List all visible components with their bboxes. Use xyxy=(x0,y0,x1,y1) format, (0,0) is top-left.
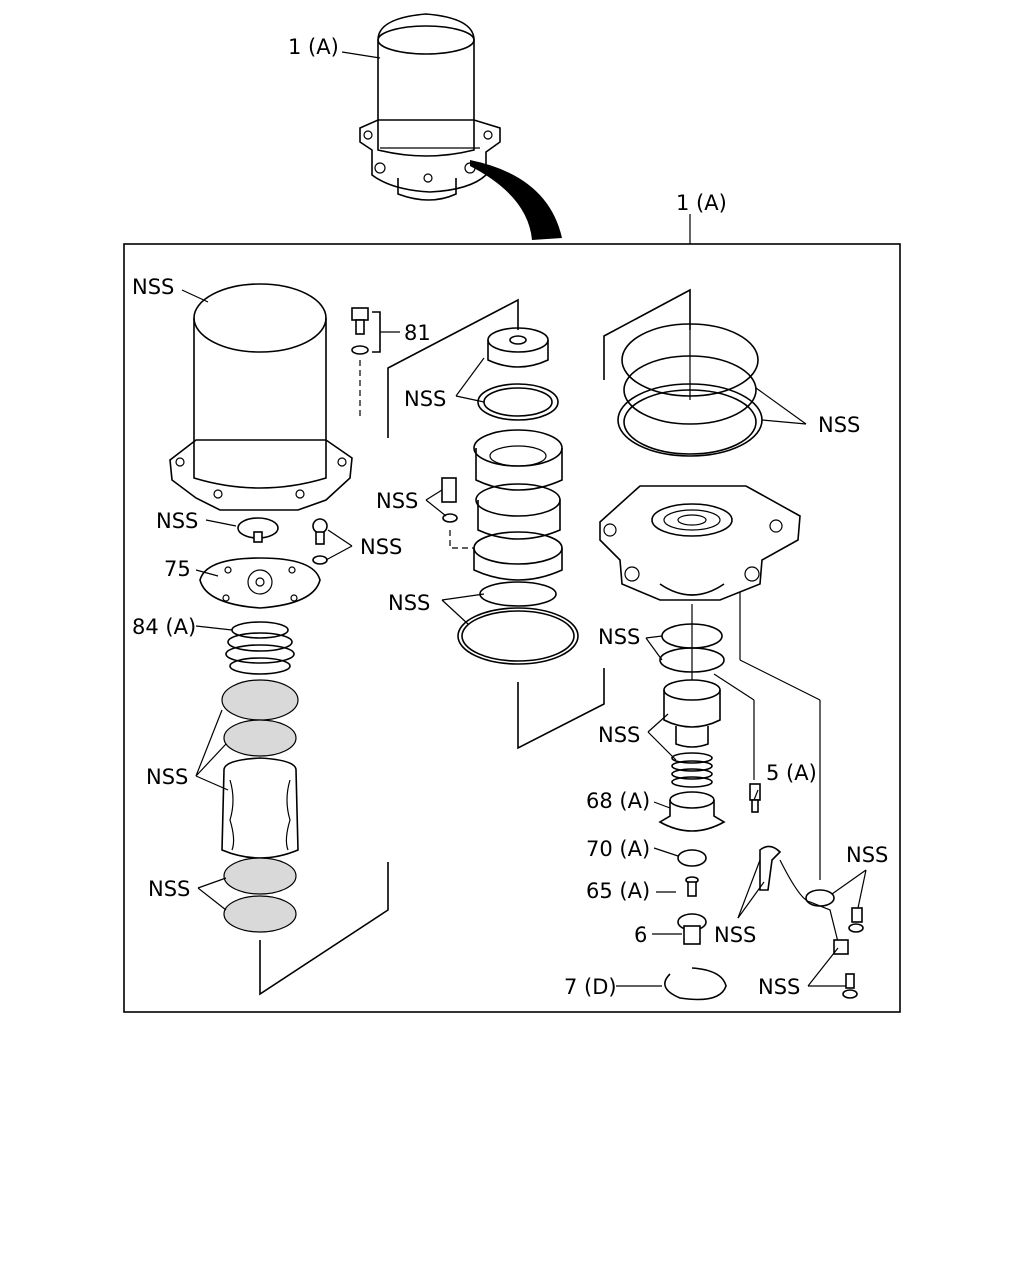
air-dryer-assembly-drawing xyxy=(359,13,501,201)
piston-spring-drawing xyxy=(671,752,713,788)
cap-nut-drawing xyxy=(487,327,549,368)
heater-bracket-drawing xyxy=(739,592,864,999)
desiccant-cartridge-drawing xyxy=(221,757,299,859)
label-nss-upper-ring: NSS xyxy=(404,387,446,411)
label-part-68: 68 (A) xyxy=(586,789,650,813)
label-nss-piston: NSS xyxy=(598,723,640,747)
label-part-75: 75 xyxy=(164,557,191,581)
label-nss-left-screens: NSS xyxy=(146,765,188,789)
piston-drawing xyxy=(663,679,721,748)
o-ring-upper-drawing xyxy=(477,383,559,421)
right-group-bracket-top xyxy=(603,288,691,380)
label-part-5: 5 (A) xyxy=(766,761,817,785)
middle-group-bracket-top xyxy=(387,298,519,438)
leader-lines xyxy=(181,51,867,987)
middle-group-bracket-bottom xyxy=(517,668,605,750)
label-part-6: 6 xyxy=(634,923,647,947)
plate-75-drawing xyxy=(199,557,321,609)
cap-70-drawing xyxy=(677,849,707,867)
label-nss-mid-rings: NSS xyxy=(388,591,430,615)
sensor-5-drawing xyxy=(713,673,761,813)
snap-ring-7-drawing xyxy=(664,967,727,1001)
bolt-81-drawing xyxy=(351,307,381,420)
label-nss-left-valve: NSS xyxy=(156,509,198,533)
label-nss-bracket-center: NSS xyxy=(714,923,756,947)
rings-large-drawing xyxy=(617,323,763,457)
label-part-70: 70 (A) xyxy=(586,837,650,861)
seal-rings-drawing xyxy=(659,604,725,680)
valve-body-drawing xyxy=(599,485,801,601)
left-group-bracket xyxy=(259,862,389,996)
spring-84-drawing xyxy=(225,621,295,675)
valve-housing-drawing xyxy=(473,429,563,581)
label-assembly-top: 1 (A) xyxy=(288,35,339,59)
label-bolt-81: 81 xyxy=(404,321,431,345)
label-nss-right-rings: NSS xyxy=(598,625,640,649)
label-part-84: 84 (A) xyxy=(132,615,196,639)
screw-washer-drawing xyxy=(312,518,328,565)
exploded-view-frame xyxy=(123,243,901,1013)
label-assembly-frame: 1 (A) xyxy=(676,191,727,215)
bolt-65-drawing xyxy=(685,876,699,897)
label-nss-screw-mid: NSS xyxy=(376,489,418,513)
screen-plates-upper-drawing xyxy=(221,679,299,757)
label-nss-top-right: NSS xyxy=(818,413,860,437)
nut-6-drawing xyxy=(677,913,707,945)
label-part-65: 65 (A) xyxy=(586,879,650,903)
label-part-7: 7 (D) xyxy=(564,975,617,999)
filter-cover-drawing xyxy=(169,283,353,511)
seat-68-drawing xyxy=(658,791,726,832)
label-cover-nss: NSS xyxy=(132,275,174,299)
label-nss-right-bracket: NSS xyxy=(846,843,888,867)
label-nss-bottom-right: NSS xyxy=(758,975,800,999)
small-screw-drawing xyxy=(441,477,474,549)
label-nss-left-screw: NSS xyxy=(360,535,402,559)
o-ring-lower-drawing xyxy=(457,581,579,665)
transition-arrow xyxy=(470,160,562,240)
label-nss-lower-screens: NSS xyxy=(148,877,190,901)
screen-plates-lower-drawing xyxy=(223,857,297,933)
valve-disc-drawing xyxy=(237,517,279,543)
